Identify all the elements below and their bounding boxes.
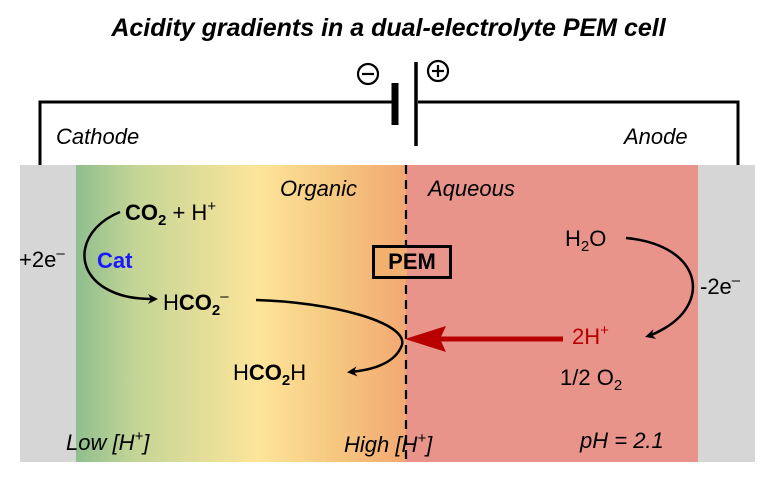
pem-label-box: PEM [372,245,452,279]
aqueous-region [406,165,698,462]
low-acidity-label: Low [H+] [66,428,150,455]
aqueous-label: Aqueous [428,176,515,201]
oxygen-label: 1/2 O2 [560,365,623,394]
co2-reduction-arrow [83,210,158,304]
high-acidity-label: High [H+] [344,430,433,457]
pem-label: PEM [388,249,436,274]
catalyst-label: Cat [97,248,133,273]
anode-label: Anode [624,124,688,149]
cathode-label: Cathode [56,124,140,149]
ph-label: pH = 2.1 [580,428,664,453]
protonation-arrow [255,298,404,377]
formate-anion: HCO2– [163,288,229,319]
water-oxidation-arrow [625,236,694,339]
protons-label: 2H+ [572,322,609,349]
co2-plus-proton: CO2 + H+ [125,198,217,229]
cathode-electrons: +2e– [19,245,65,272]
circuit-wire-right [418,100,740,165]
cathode-electrode [20,165,76,462]
organic-label: Organic [280,176,358,201]
anode-electrode [698,165,755,462]
water-label: H2O [565,226,607,255]
anode-electrons: -2e– [700,272,741,299]
pem-box-organic-side [375,248,407,276]
diagram-title: Acidity gradients in a dual-electrolyte … [111,14,666,42]
circuit-wire-left [38,100,393,165]
proton-transport-arrowhead [405,326,446,352]
formic-acid: HCO2H [233,360,307,389]
